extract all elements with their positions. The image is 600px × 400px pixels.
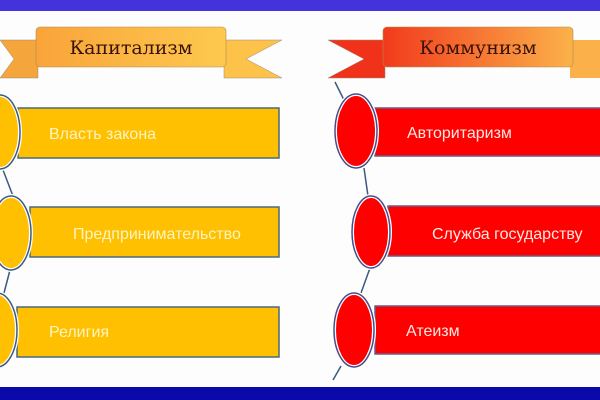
communism-item-label: Атеизм [406, 323, 460, 340]
bottom-bar [0, 387, 600, 400]
communism-title: Коммунизм [419, 37, 537, 59]
communism-connector [332, 81, 371, 381]
communism-item-label: Служба государству [432, 226, 583, 243]
capitalism-banner: Капитализм [0, 26, 283, 79]
bullet-ellipse [0, 194, 33, 272]
capitalism-item-label: Предпринимательство [73, 226, 241, 243]
capitalism-item-3: Религия [0, 291, 280, 369]
capitalism-item-label: Власть закона [49, 126, 156, 143]
capitalism-item-1: Власть закона [0, 93, 280, 171]
bullet-ellipse [0, 93, 22, 171]
communism-item-1: Авторитаризм [333, 92, 600, 170]
capitalism-connector [2, 169, 14, 294]
communism-banner: Коммунизм [327, 26, 600, 79]
capitalism-item-label: Религия [49, 324, 109, 341]
capitalism-item-2: Предпринимательство [0, 194, 280, 272]
communism-item-2: Служба государству [350, 194, 600, 270]
capitalism-title: Капитализм [69, 37, 192, 59]
bullet-ellipse [0, 291, 19, 369]
top-bar [0, 0, 600, 11]
communism-item-label: Авторитаризм [407, 125, 512, 142]
communism-item-3: Атеизм [332, 291, 600, 369]
